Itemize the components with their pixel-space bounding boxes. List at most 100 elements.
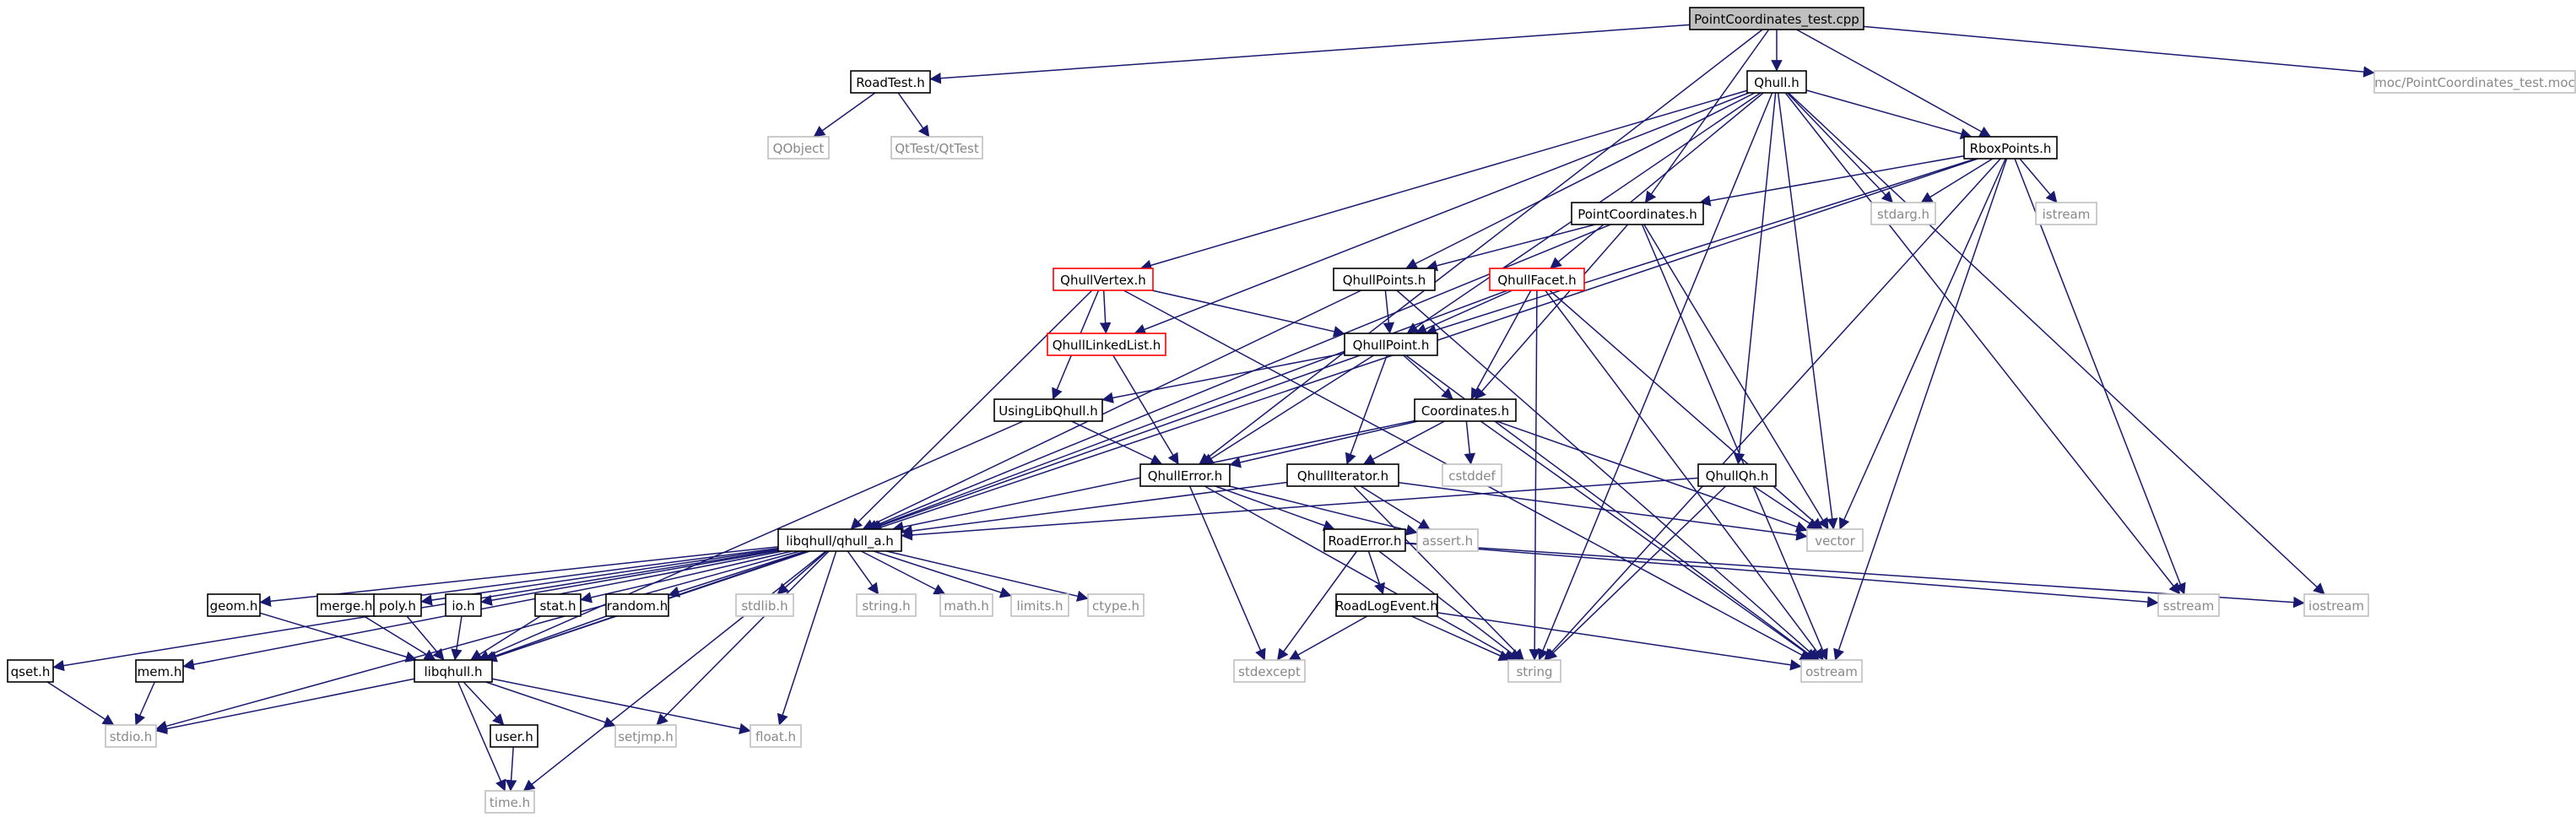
edge-qhullpoint-to-qhulliter <box>1345 354 1388 465</box>
edge-libqhull_a-to-random <box>668 550 806 598</box>
edge-libqhull_a-to-stat <box>580 550 793 603</box>
node-box <box>1800 659 1863 683</box>
edge-qhullqh-to-vector <box>1753 485 1819 530</box>
edge-roaderror-to-iostream <box>1404 542 2305 609</box>
edge-qhull-to-stdarg <box>1786 92 1894 203</box>
node-stat[interactable]: stat.h <box>534 593 582 617</box>
edge-libqhull_a-to-ctype <box>886 550 1089 602</box>
node-qhullfacet[interactable]: QhullFacet.h <box>1489 268 1585 291</box>
node-label: QhullPoints.h <box>1343 273 1426 288</box>
edge-libqhull_a-to-geom <box>259 546 779 608</box>
edge-qhulliter-to-vector <box>1398 481 1808 541</box>
node-qobject: QObject <box>767 136 830 160</box>
node-label: PointCoordinates_test.cpp <box>1694 12 1859 28</box>
node-qhulllinked[interactable]: QhullLinkedList.h <box>1047 333 1166 356</box>
node-label: QhullIterator.h <box>1297 468 1388 484</box>
edge-qhull-to-rboxpoints <box>1805 89 1973 140</box>
node-qhullpoint[interactable]: QhullPoint.h <box>1344 333 1438 356</box>
nodes: PointCoordinates_test.cppRoadTest.hQObje… <box>7 7 2576 814</box>
node-libqhull_a[interactable]: libqhull/qhull_a.h <box>777 528 902 552</box>
node-box <box>1087 593 1145 617</box>
node-label: RoadTest.h <box>856 75 924 90</box>
node-roaderror[interactable]: RoadError.h <box>1323 528 1406 552</box>
node-box <box>1489 268 1585 291</box>
edge-qhullvertex-to-qhullpoint <box>1151 289 1345 338</box>
node-label: geom.h <box>210 598 258 614</box>
node-root[interactable]: PointCoordinates_test.cpp <box>1689 7 1864 30</box>
node-qhullqh[interactable]: QhullQh.h <box>1697 463 1777 487</box>
node-box <box>2373 70 2576 94</box>
node-label: RoadError.h <box>1328 533 1401 549</box>
node-roadlog[interactable]: RoadLogEvent.h <box>1335 593 1438 617</box>
node-box <box>993 398 1103 422</box>
node-rboxpoints[interactable]: RboxPoints.h <box>1963 136 2058 160</box>
node-vector: vector <box>1806 528 1864 552</box>
edge-qhullfacet-to-qhullpoint <box>1415 289 1513 334</box>
node-qhullvertex[interactable]: QhullVertex.h <box>1053 268 1154 291</box>
node-box <box>1416 528 1479 552</box>
edge-qhull-to-string <box>1537 92 1773 661</box>
node-poly[interactable]: poly.h <box>373 593 422 617</box>
node-roadtest[interactable]: RoadTest.h <box>850 70 931 94</box>
edge-qhullvertex-to-libqhull_a <box>850 289 1093 530</box>
node-label: stdio.h <box>110 729 153 744</box>
node-box <box>1806 528 1864 552</box>
node-box <box>1689 7 1864 30</box>
node-label: libqhull/qhull_a.h <box>786 533 894 549</box>
edge-qhullvertex-to-qhulllinked <box>1099 289 1112 334</box>
node-label: cstddef <box>1448 468 1496 484</box>
edge-qhull-to-qhullfacet <box>1550 92 1764 269</box>
node-random[interactable]: random.h <box>605 593 669 617</box>
edge-pointcoords-to-libqhull_a <box>866 224 1611 531</box>
edge-qhullerror-to-assert <box>1229 485 1418 536</box>
node-stdio: stdio.h <box>105 724 157 748</box>
node-label: limits.h <box>1016 598 1063 614</box>
node-qhull[interactable]: Qhull.h <box>1746 70 1807 94</box>
node-istream: istream <box>2035 202 2097 225</box>
node-label: float.h <box>755 729 796 744</box>
node-pointcoords[interactable]: PointCoordinates.h <box>1571 202 1704 225</box>
edge-qhull-to-qhullpoints <box>1405 92 1756 269</box>
edge-io-to-libqhull <box>451 615 463 661</box>
node-limits: limits.h <box>1010 593 1069 617</box>
node-sstream: sstream <box>2157 593 2220 617</box>
node-libqhull[interactable]: libqhull.h <box>414 659 493 683</box>
node-assert: assert.h <box>1416 528 1479 552</box>
node-label: QhullQh.h <box>1706 468 1769 484</box>
edge-pointcoords-to-ostream <box>1641 224 1828 661</box>
node-label: QhullPoint.h <box>1353 338 1430 353</box>
edge-rboxpoints-to-istream <box>2019 158 2058 203</box>
node-user[interactable]: user.h <box>490 724 538 748</box>
node-label: UsingLibQhull.h <box>998 403 1097 419</box>
edge-coordinates-to-vector <box>1496 420 1808 533</box>
node-box <box>1442 463 1502 487</box>
node-qhullpoints[interactable]: QhullPoints.h <box>1333 268 1436 291</box>
edge-qhull-to-iostream <box>1788 92 2325 595</box>
node-merge[interactable]: merge.h <box>317 593 376 617</box>
node-io[interactable]: io.h <box>445 593 482 617</box>
edge-qhullqh-to-libqhull_a <box>901 477 1699 541</box>
node-mem[interactable]: mem.h <box>135 659 184 683</box>
node-box <box>490 724 538 748</box>
node-qset[interactable]: qset.h <box>7 659 54 683</box>
node-box <box>445 593 482 617</box>
node-label: Coordinates.h <box>1421 403 1509 419</box>
node-stdexcept: stdexcept <box>1233 659 1306 683</box>
node-box <box>750 724 802 748</box>
node-qhulliter[interactable]: QhullIterator.h <box>1286 463 1399 487</box>
node-box <box>605 593 669 617</box>
edge-qhull-to-qhullvertex <box>1139 89 1748 271</box>
node-label: random.h <box>607 598 668 614</box>
node-qhullerror[interactable]: QhullError.h <box>1139 463 1231 487</box>
edge-roadlog-to-ostream <box>1437 612 1802 671</box>
edge-root-to-moc <box>1863 25 2375 78</box>
node-coordinates[interactable]: Coordinates.h <box>1414 398 1517 422</box>
node-label: string <box>1516 664 1552 679</box>
edge-geom-to-libqhull <box>259 612 418 663</box>
edge-pointcoords-to-vector <box>1643 224 1829 530</box>
edge-qhullpoints-to-ostream <box>1396 289 1820 661</box>
node-moc: moc/PointCoordinates_test.moc <box>2373 70 2576 94</box>
node-usinglib[interactable]: UsingLibQhull.h <box>993 398 1103 422</box>
node-geom[interactable]: geom.h <box>207 593 261 617</box>
